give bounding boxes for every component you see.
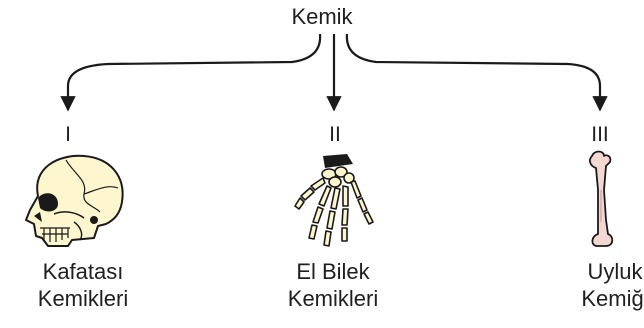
label-uyluk-line1: Uyluk bbox=[587, 259, 643, 284]
hand-bones-icon bbox=[294, 154, 374, 247]
femur-icon bbox=[589, 150, 614, 247]
label-kafatasi-line2: Kemikleri bbox=[37, 286, 129, 311]
arrow-to-uyluk bbox=[345, 33, 608, 112]
label-uyluk: Uyluk Kemiği bbox=[530, 258, 644, 312]
label-el-bilek-line1: El Bilek bbox=[296, 259, 370, 284]
skull-icon bbox=[25, 154, 124, 247]
label-el-bilek: El Bilek Kemikleri bbox=[248, 258, 418, 312]
numeral-iii: III bbox=[591, 123, 609, 146]
label-uyluk-line2: Kemiği bbox=[581, 286, 644, 311]
numeral-ii: II bbox=[329, 123, 341, 146]
root-label: Kemik bbox=[291, 4, 353, 29]
arrow-to-kafatasi bbox=[60, 33, 322, 112]
numeral-i: I bbox=[65, 123, 71, 146]
label-kafatasi: Kafatası Kemikleri bbox=[0, 258, 168, 312]
label-el-bilek-line2: Kemikleri bbox=[287, 286, 379, 311]
label-kafatasi-line1: Kafatası bbox=[42, 259, 124, 284]
